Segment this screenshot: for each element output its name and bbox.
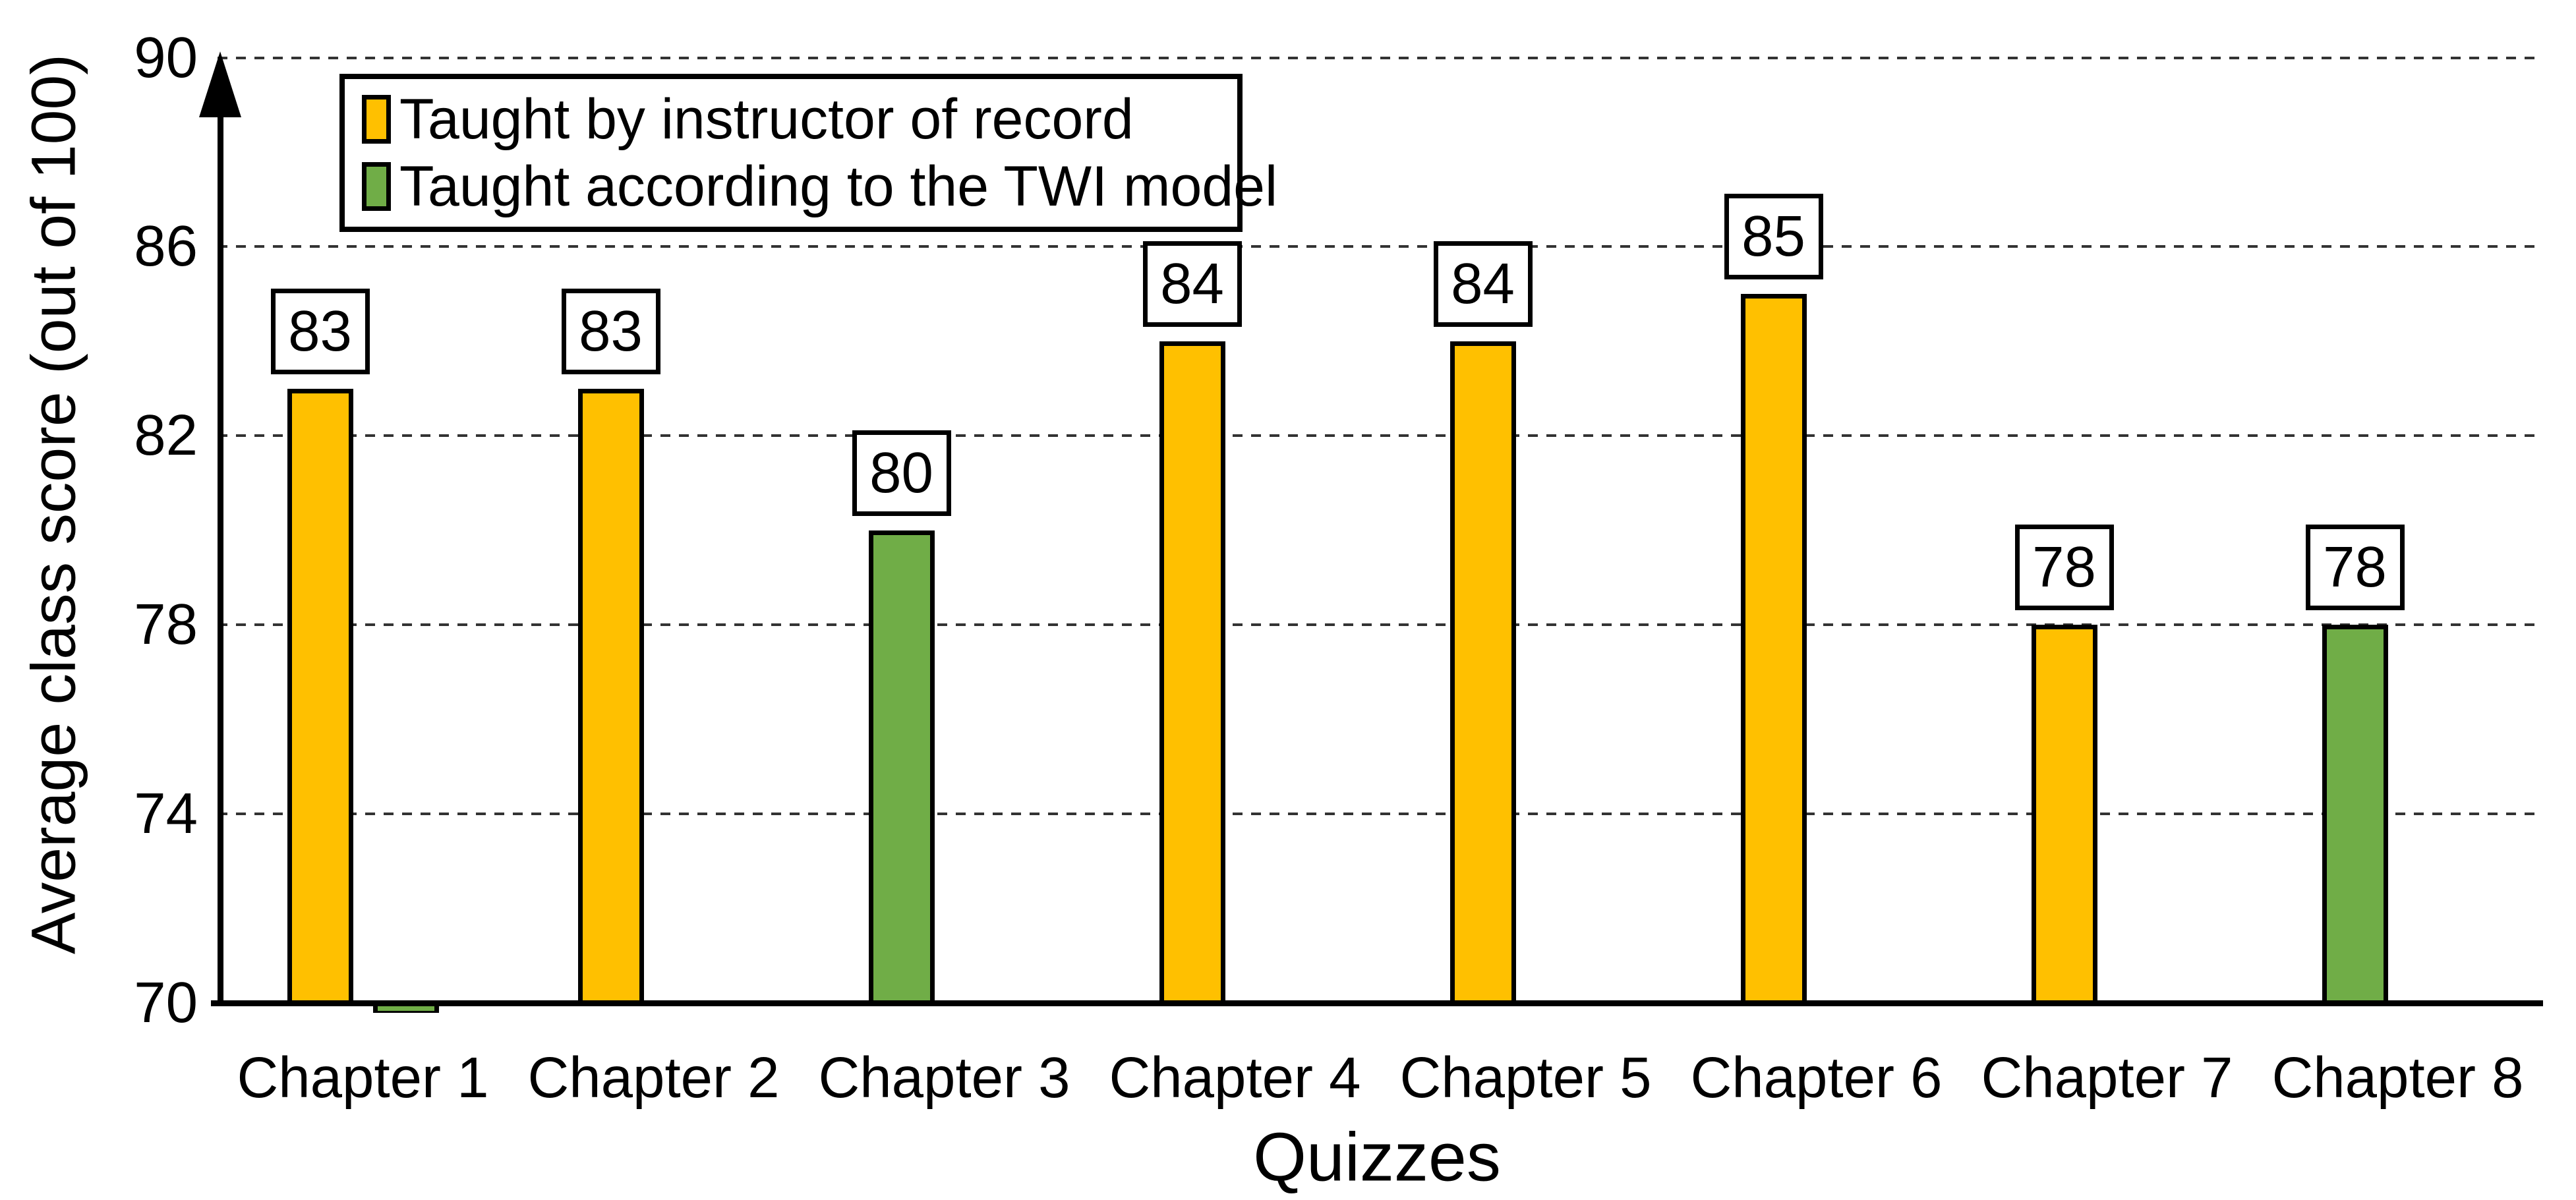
x-tick-label-chapter-6: Chapter 6 xyxy=(1690,1046,1943,1110)
y-tick-label-74: 74 xyxy=(134,782,198,846)
data-label-chapter-4: 84 xyxy=(1142,241,1242,327)
bar-chapter-8 xyxy=(2322,625,2388,1006)
data-label-chapter-5: 84 xyxy=(1433,241,1533,327)
legend-item-twi: Taught according to the TWI model xyxy=(362,158,1277,215)
bar-chapter-1 xyxy=(287,388,353,1006)
y-tick-label-70: 70 xyxy=(134,971,198,1035)
bar-chapter-2 xyxy=(577,388,644,1006)
bar-chapter-5 xyxy=(1449,341,1516,1006)
bar-chapter-4 xyxy=(1159,341,1225,1006)
data-label-chapter-8: 78 xyxy=(2305,525,2405,611)
y-tick-label-86: 86 xyxy=(134,214,198,279)
gridline-74 xyxy=(218,813,2543,816)
y-tick-label-90: 90 xyxy=(134,25,198,90)
bar-chapter-3 xyxy=(868,530,935,1006)
gridline-86 xyxy=(218,245,2543,248)
legend-swatch-instructor xyxy=(362,95,391,144)
x-tick-label-chapter-2: Chapter 2 xyxy=(527,1046,780,1110)
x-tick-label-chapter-5: Chapter 5 xyxy=(1399,1046,1652,1110)
gridline-78 xyxy=(218,623,2543,627)
y-axis-title: Average class score (out of 100) xyxy=(18,54,89,954)
legend: Taught by instructor of record Taught ac… xyxy=(339,74,1277,232)
x-tick-label-chapter-4: Chapter 4 xyxy=(1109,1046,1361,1110)
y-axis-arrowhead-icon xyxy=(199,51,241,117)
x-axis-title: Quizzes xyxy=(1253,1119,1501,1196)
legend-swatch-twi xyxy=(362,162,391,211)
x-tick-label-chapter-7: Chapter 7 xyxy=(1981,1046,2233,1110)
gridline-90 xyxy=(218,56,2543,59)
x-tick-label-chapter-3: Chapter 3 xyxy=(818,1046,1070,1110)
data-label-chapter-3: 80 xyxy=(852,430,951,516)
data-label-chapter-1: 83 xyxy=(270,288,370,374)
data-label-chapter-7: 78 xyxy=(2014,525,2114,611)
legend-label-twi: Taught according to the TWI model xyxy=(399,155,1278,218)
bar-chapter-6 xyxy=(1740,294,1807,1006)
gridline-82 xyxy=(218,434,2543,438)
clipped-bar-chapter-1 xyxy=(372,1006,439,1013)
data-label-chapter-2: 83 xyxy=(561,288,660,374)
legend-item-instructor: Taught by instructor of record xyxy=(362,91,1231,148)
x-tick-label-chapter-1: Chapter 1 xyxy=(237,1046,489,1110)
y-tick-label-78: 78 xyxy=(134,592,198,657)
x-tick-label-chapter-8: Chapter 8 xyxy=(2271,1046,2524,1110)
bar-chapter-7 xyxy=(2031,625,2097,1006)
y-axis-line xyxy=(218,105,223,1006)
x-axis-line xyxy=(211,1000,2543,1006)
legend-label-instructor: Taught by instructor of record xyxy=(399,88,1134,151)
y-tick-label-82: 82 xyxy=(134,403,198,468)
data-label-chapter-6: 85 xyxy=(1724,194,1823,280)
